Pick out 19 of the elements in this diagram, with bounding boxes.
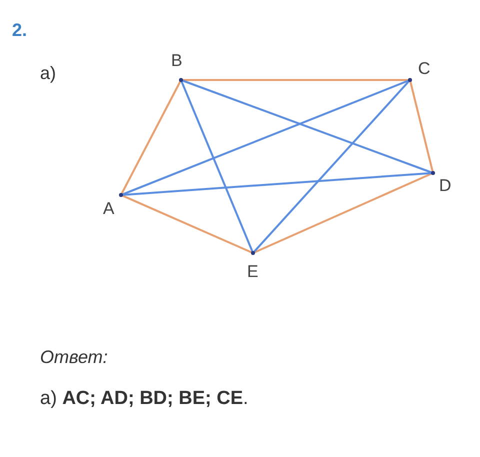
problem-number: 2. xyxy=(12,20,28,41)
line-segment xyxy=(120,172,434,196)
line-segment xyxy=(409,80,434,174)
answer-heading: Ответ: xyxy=(40,347,108,368)
point-label: A xyxy=(103,200,114,218)
line-segment xyxy=(181,79,410,81)
line-segment xyxy=(120,79,410,196)
point-label: D xyxy=(439,177,452,195)
point-label: C xyxy=(418,60,430,78)
line-segment xyxy=(252,172,434,254)
answer-text: а) AC; AD; BD; BE; CE. xyxy=(40,388,248,410)
point-label: B xyxy=(171,52,182,70)
part-label: а) xyxy=(40,63,56,84)
line-segment xyxy=(180,80,254,254)
line-segment xyxy=(120,194,254,254)
line-segment xyxy=(252,79,411,254)
point-label: E xyxy=(247,263,258,281)
line-segment xyxy=(120,80,182,196)
line-segment xyxy=(180,79,434,174)
